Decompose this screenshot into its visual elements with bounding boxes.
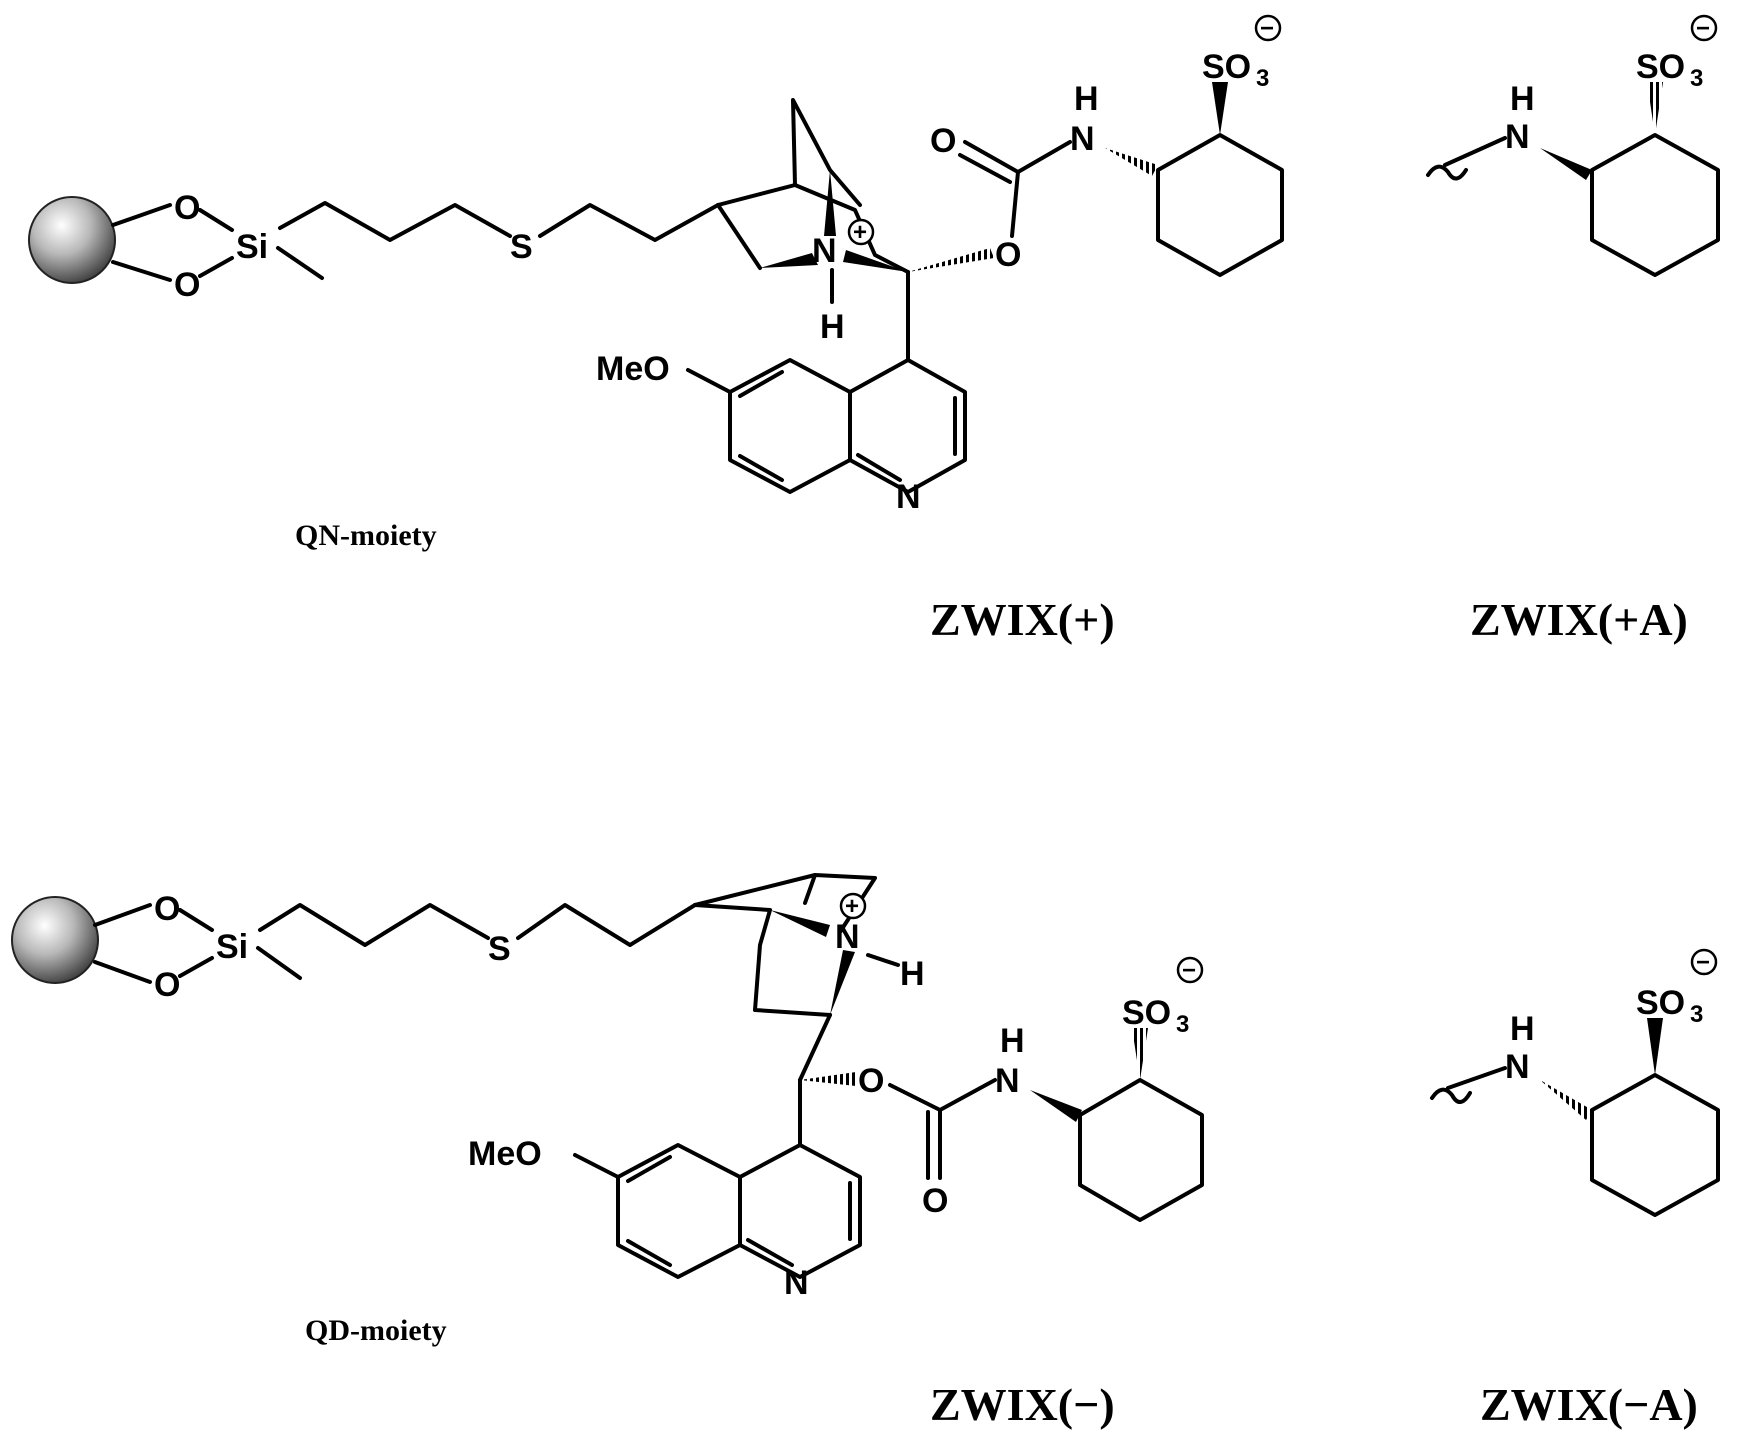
minus-charge-circle-minus-a	[1690, 948, 1718, 976]
minus-charge-circle-bottom	[1176, 956, 1204, 984]
atom-h-ammonium-top: H	[820, 308, 845, 346]
atom-o-top-1: O	[174, 189, 200, 227]
atom-so3-top: SO	[1202, 48, 1251, 86]
atom-si-bottom: Si	[216, 928, 248, 966]
atom-n-carbamate-bottom: N	[995, 1062, 1020, 1100]
atom-n-minus-a: N	[1505, 1048, 1530, 1086]
plus-charge-bottom: +	[845, 893, 859, 920]
hash-bond-bottom-1	[800, 1072, 856, 1086]
plus-charge-circle-top	[847, 218, 875, 246]
minus-charge-circle-top	[1254, 14, 1282, 42]
atom-so3-plus-a: SO	[1636, 48, 1685, 86]
wedge-bond-top-4	[1212, 82, 1228, 135]
atom-h-carbamate-top: H	[1074, 80, 1099, 118]
hash-bond-top-2	[1105, 148, 1158, 176]
wedge-bond-minus-a	[1647, 1018, 1663, 1075]
zwix-minus-a-structure: N H SO 3 −	[1430, 948, 1720, 1217]
wedge-bond-top-2	[824, 170, 836, 236]
hash-bond-plus-a	[1647, 82, 1663, 135]
zwix-plus-a-label: ZWIX(+A)	[1470, 594, 1688, 645]
atom-n-quinuclidine-bottom: N	[835, 918, 860, 956]
atom-o-bottom-1: O	[154, 890, 180, 928]
wedge-bond-top-1	[760, 253, 818, 268]
atom-n-quinoline-bottom: N	[784, 1264, 809, 1302]
minus-charge-bottom: −	[1182, 957, 1196, 984]
wedge-bond-plus-a	[1540, 148, 1592, 180]
atom-o-ester-bottom: O	[858, 1062, 884, 1100]
atom-o-carbonyl-bottom: O	[922, 1182, 948, 1220]
atom-n-carbamate-top: N	[1070, 120, 1095, 158]
silica-bead-bottom	[11, 896, 99, 984]
atom-h-plus-a: H	[1510, 80, 1535, 118]
zwix-plus-label: ZWIX(+)	[930, 594, 1115, 645]
wavy-bond-top	[1426, 164, 1468, 181]
atom-h-ammonium-bottom: H	[900, 955, 925, 993]
atom-o-ester-top: O	[995, 236, 1021, 274]
zwix-plus-a-structure: N H SO 3 −	[1426, 14, 1720, 277]
wedge-bond-bottom-2	[830, 950, 855, 1015]
qd-moiety-label: QD-moiety	[305, 1314, 447, 1347]
atom-h-minus-a: H	[1510, 1010, 1535, 1048]
atom-o-top-2: O	[174, 266, 200, 304]
atom-n-quinuclidine-top: N	[812, 232, 837, 270]
atom-n-plus-a: N	[1505, 118, 1530, 156]
methoxy-top: MeO	[596, 350, 670, 388]
plus-charge-circle-bottom	[839, 892, 867, 920]
minus-charge-circle-plus-a	[1690, 14, 1718, 42]
wedge-bond-top-3	[843, 250, 908, 272]
plus-charge-top: +	[853, 219, 867, 246]
atom-n-quinoline-top: N	[896, 478, 921, 516]
atom-si-top: Si	[236, 228, 268, 266]
zwix-minus-structure: O O Si S N + H O O N H SO 3 −	[11, 873, 1204, 1347]
atom-o-carbonyl-top: O	[930, 122, 956, 160]
wavy-bond-bottom	[1430, 1087, 1472, 1104]
silica-bead-top	[28, 196, 116, 284]
qn-moiety-label: QN-moiety	[295, 519, 437, 552]
atom-so3-minus-a: SO	[1636, 984, 1685, 1022]
methoxy-bottom: MeO	[468, 1135, 542, 1173]
so3-subscript-top: 3	[1256, 65, 1269, 92]
wedge-bond-bottom-3	[1030, 1090, 1082, 1122]
minus-charge-plus-a: −	[1696, 15, 1710, 42]
atom-s-bottom: S	[488, 930, 511, 968]
so3-subscript-plus-a: 3	[1690, 65, 1703, 92]
atom-so3-bottom: SO	[1122, 994, 1171, 1032]
hash-bond-minus-a	[1540, 1080, 1592, 1120]
atom-h-carbamate-bottom: H	[1000, 1022, 1025, 1060]
hash-bond-bottom-2	[1132, 1028, 1148, 1080]
zwix-minus-a-label: ZWIX(−A)	[1480, 1379, 1698, 1430]
atom-o-bottom-2: O	[154, 966, 180, 1004]
zwix-plus-structure: O O Si S N + H O O N H SO 3	[28, 14, 1284, 552]
so3-subscript-bottom: 3	[1176, 1011, 1189, 1038]
so3-subscript-minus-a: 3	[1690, 1001, 1703, 1028]
atom-s-top: S	[510, 228, 533, 266]
hash-bond-top-1	[908, 248, 994, 272]
wedge-bond-bottom-1	[770, 910, 830, 937]
zwix-minus-label: ZWIX(−)	[930, 1379, 1115, 1430]
minus-charge-minus-a: −	[1696, 949, 1710, 976]
minus-charge-top: −	[1260, 15, 1274, 42]
